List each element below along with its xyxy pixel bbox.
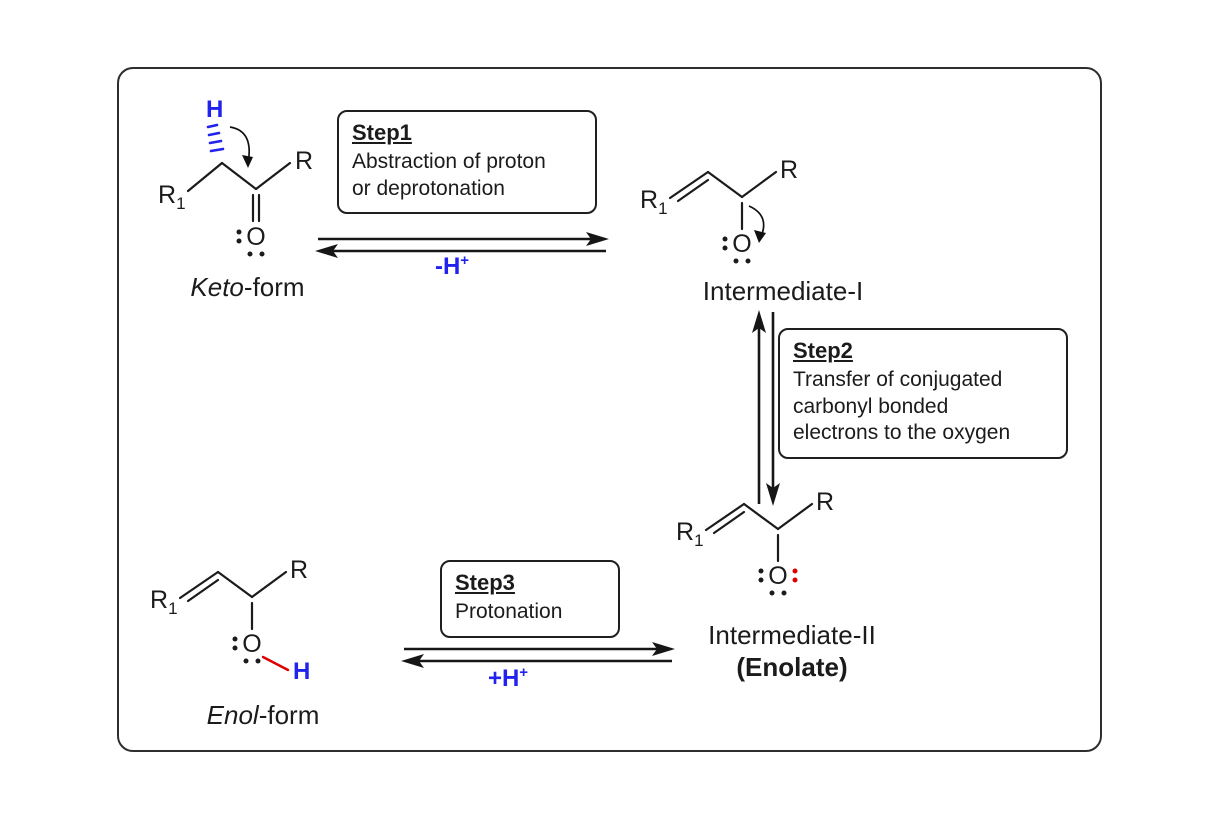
step2-description-line: carbonyl bonded [793,394,949,418]
keto-skeleton-bonds [186,161,292,223]
keto-r1-atom: R1 [158,181,186,213]
enol-h-atom: H [293,658,310,685]
keto-form-label: Keto-form [160,272,335,303]
equilibrium-arrows-step2 [752,310,780,506]
minus-h-plus-label: -H+ [434,252,470,280]
int2-r-atom: R [816,488,834,516]
keto-o-atom: O [246,223,265,251]
int2-r1-atom: R1 [676,518,704,550]
enol-oh-bond [261,655,290,672]
enol-o-lone-pairs [232,636,261,664]
keto-h-atom: H [206,96,223,123]
enol-structure: R1 R O H [150,556,310,685]
int2-o-lone-pairs [758,568,798,596]
keto-curved-arrow [229,126,253,168]
enol-r1-atom: R1 [150,586,178,618]
step3-title: Step3 [455,570,515,595]
plus-h-plus-label: +H+ [487,664,529,692]
enolate-sublabel: (Enolate) [736,652,848,682]
step2-description-line: Transfer of conjugated [793,368,1003,391]
int1-o-atom: O [732,230,751,258]
step2-description-line: electrons to the oxygen [793,421,1011,445]
int1-o-lone-pairs [722,236,751,264]
int1-r-atom: R [780,156,798,184]
keto-form-label-italic: Keto [190,272,244,302]
intermediate2-structure: R1 R O [676,488,834,596]
int1-skeleton-bonds [668,170,778,231]
step1-description-line: or deprotonation [352,176,505,200]
keto-r-atom: R [295,147,313,175]
intermediate1-label: Intermediate-I [702,276,864,306]
step1-title: Step1 [352,120,412,145]
int2-o-atom: O [768,562,787,590]
int1-curved-arrow [748,205,766,243]
step2-title: Step2 [793,338,853,363]
enol-form-label: Enol-form [178,700,348,731]
keto-form-label-rest: -form [243,272,305,302]
step3-description-line: Protonation [455,600,563,623]
enol-form-label-italic: Enol [206,700,259,730]
intermediate2-label: Intermediate-II [708,620,876,650]
step3-box: Step3 Protonation [440,560,620,638]
int2-skeleton-bonds [704,502,814,563]
enol-r-atom: R [290,556,308,584]
step1-box: Step1 Abstraction of proton or deprotona… [337,110,597,215]
step1-description-line: Abstraction of proton [352,150,546,173]
keto-structure: H R1 R O [158,96,313,257]
keto-hash-bond [206,123,225,153]
int1-r1-atom: R1 [640,186,668,218]
enol-o-atom: O [242,630,261,658]
equilibrium-arrows-step3 [401,642,675,668]
step2-box: Step2 Transfer of conjugated carbonyl bo… [778,328,1068,459]
enol-skeleton-bonds [178,570,288,631]
keto-o-lone-pairs [236,229,265,257]
equilibrium-arrows-step1 [315,232,609,258]
enol-form-label-rest: -form [258,700,320,730]
intermediate1-structure: R1 R O [640,156,798,264]
